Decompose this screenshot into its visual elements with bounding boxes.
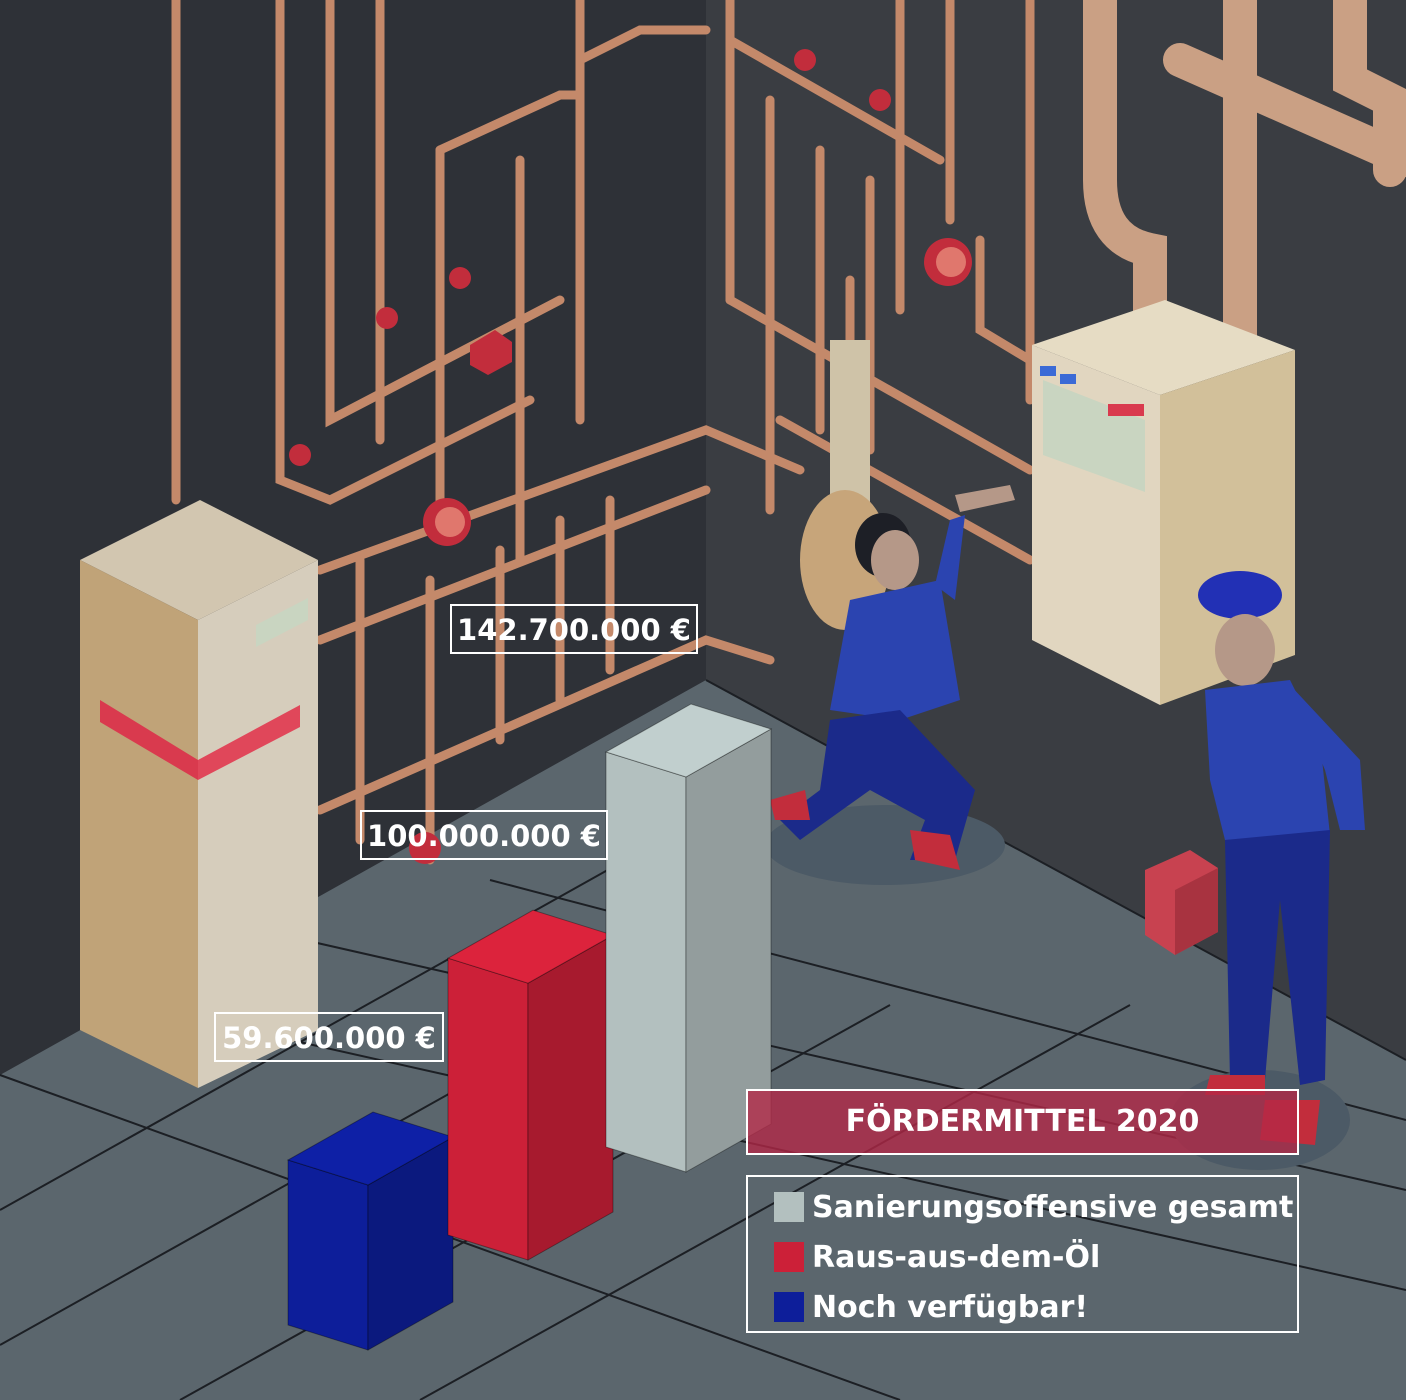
- chart-title: FÖRDERMITTEL 2020: [746, 1089, 1299, 1155]
- bar-front-face: [287, 1159, 369, 1351]
- toolbox-icon: [1145, 850, 1218, 955]
- legend-label: Noch verfügbar!: [812, 1289, 1089, 1325]
- valve-icon: [289, 49, 891, 864]
- bar-chart: [286, 703, 773, 1351]
- legend-label: Raus-aus-dem-Öl: [812, 1239, 1101, 1275]
- bar-3: [604, 703, 773, 1173]
- bar-1: [286, 1111, 455, 1351]
- legend-entry-sanierungsoffensive: Sanierungsoffensive gesamt: [774, 1187, 1293, 1227]
- legend-entry-raus-aus-dem-oel: Raus-aus-dem-Öl: [774, 1237, 1100, 1277]
- bar-value-label: 59.600.000 €: [214, 1012, 444, 1063]
- copper-pipes-icon: [171, 0, 1035, 865]
- heat-pump-unit-icon: [80, 500, 318, 1088]
- pressure-gauge-icon: [423, 238, 972, 546]
- bar-side-face: [527, 934, 614, 1261]
- bar-value-label: 142.700.000 €: [450, 604, 698, 654]
- bar-2: [446, 909, 615, 1261]
- wall-boiler-icon: [1032, 300, 1295, 705]
- red-junction-box: [470, 330, 512, 375]
- legend-swatch-icon: [774, 1292, 804, 1322]
- legend-entry-noch-verfuegbar: Noch verfügbar!: [774, 1287, 1088, 1327]
- bar-front-face: [447, 957, 529, 1261]
- chart-legend: Sanierungsoffensive gesamt Raus-aus-dem-…: [746, 1175, 1299, 1333]
- bar-value-label: 100.000.000 €: [360, 810, 608, 861]
- legend-swatch-icon: [774, 1242, 804, 1272]
- bar-top-face: [604, 703, 773, 778]
- bar-front-face: [605, 751, 687, 1173]
- legend-label: Sanierungsoffensive gesamt: [812, 1189, 1294, 1225]
- plumber-kneeling-icon: [765, 485, 1015, 885]
- exhaust-pipes: [1083, 0, 1406, 357]
- legend-swatch-icon: [774, 1192, 804, 1222]
